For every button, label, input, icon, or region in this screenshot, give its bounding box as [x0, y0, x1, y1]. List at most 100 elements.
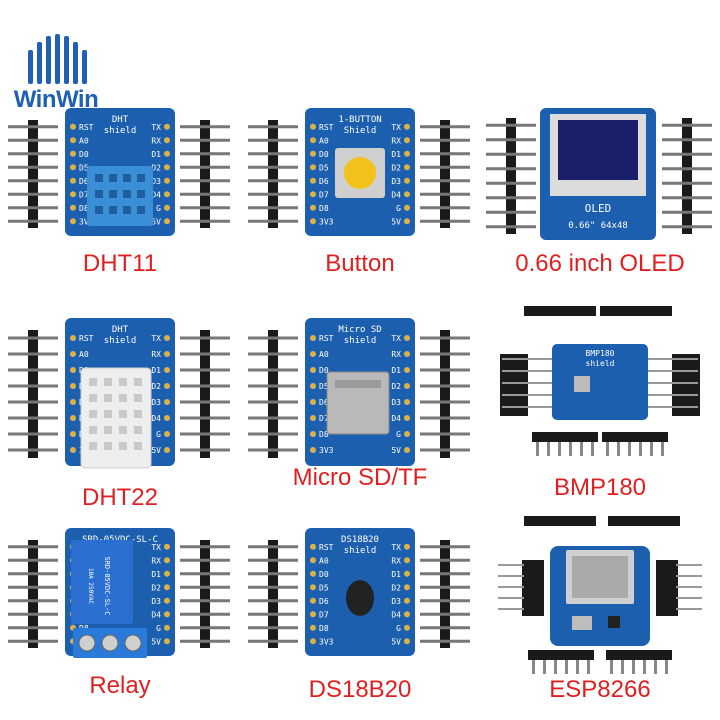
pin-header-left	[486, 118, 536, 234]
pin-label-left: D0	[79, 150, 89, 159]
pin-label-right: TX	[151, 543, 161, 552]
pin-label-right: D1	[391, 570, 401, 579]
pin-label-right: G	[156, 624, 161, 633]
pin-label-left: D6	[319, 177, 329, 186]
pin-header-bottom	[606, 650, 672, 674]
ds18b20-sensor	[346, 580, 374, 616]
module-relay: RSTTXA0RXD0D1D5D2D6D3D7D4D8G3V35VSRD-05V…	[0, 520, 240, 670]
dht22-sensor	[80, 367, 152, 469]
pin-header-right	[420, 540, 470, 648]
pin-label-right: 5V	[151, 217, 161, 226]
pin-label-right: D4	[151, 414, 161, 423]
relay-rating: 10A 250VAC	[87, 568, 94, 605]
board-subtitle: shield	[586, 359, 615, 368]
pin-header-bottom	[528, 650, 594, 674]
module-caption-bmp180: BMP180	[553, 474, 647, 501]
pin-label-right: 5V	[391, 446, 401, 455]
pin-header-right	[420, 120, 470, 228]
pin-label-right: G	[156, 430, 161, 439]
pin-label-left: D7	[79, 190, 89, 199]
module-esp8266	[480, 510, 720, 680]
pin-label-right: RX	[151, 556, 161, 565]
pin-label-right: D4	[391, 610, 401, 619]
bmp180-sensor	[574, 376, 590, 392]
pin-label-left: D6	[319, 398, 329, 407]
pin-label-right: D4	[151, 610, 161, 619]
pin-header-right	[180, 330, 230, 458]
pin-label-right: D1	[151, 570, 161, 579]
pin-label-left: 3V3	[79, 217, 94, 226]
pin-header-top	[524, 306, 596, 316]
module-caption-esp8266: ESP8266	[549, 676, 651, 703]
board-subtitle: shield	[344, 336, 377, 346]
module-caption-relay: Relay	[89, 672, 151, 699]
pin-label-right: D2	[391, 583, 401, 592]
pin-label-left: D5	[319, 163, 329, 172]
esp8266-photo	[498, 516, 702, 674]
pin-label-right: TX	[391, 334, 401, 343]
board-title: DHT	[112, 115, 129, 125]
pin-label-left: D7	[319, 414, 329, 423]
pin-label-right: D1	[391, 150, 401, 159]
pin-label-left: 3V3	[319, 446, 334, 455]
pin-label-right: D2	[391, 163, 401, 172]
pin-header-top	[524, 516, 596, 526]
pin-label-right: TX	[151, 334, 161, 343]
pin-header-left	[8, 540, 58, 648]
board-title: OLED	[585, 202, 612, 215]
pin-label-left: 3V3	[319, 217, 334, 226]
pin-label-right: D3	[391, 177, 401, 186]
pin-header-left	[248, 540, 298, 648]
pin-label-right: RX	[151, 136, 161, 145]
pin-header-left	[248, 330, 298, 458]
usb-port	[572, 616, 592, 630]
pin-header-top	[600, 306, 672, 316]
pin-label-right: D3	[151, 597, 161, 606]
pin-label-left: D5	[79, 163, 89, 172]
relay-model: SRD-05VDC-SL-C	[103, 556, 111, 615]
pin-header-right	[180, 120, 230, 228]
pin-label-right: TX	[391, 543, 401, 552]
module-dht22: RSTTXA0RXD0D1D5D2D6D3D7D4D8G3V35VDHTshie…	[0, 310, 240, 480]
board-title: 1-BUTTON	[338, 115, 381, 125]
pin-label-right: D3	[391, 398, 401, 407]
board-title: DHT	[112, 325, 129, 335]
pin-label-right: D2	[151, 163, 161, 172]
pin-label-left: D8	[319, 624, 329, 633]
module-caption-dht11: DHT11	[82, 250, 158, 277]
pin-header-bottom	[532, 432, 598, 456]
pin-label-right: 5V	[151, 637, 161, 646]
board-title: Micro SD	[338, 325, 381, 335]
dht22-photo: RSTTXA0RXD0D1D5D2D6D3D7D4D8G3V35VDHTshie…	[8, 318, 230, 469]
pin-label-left: D0	[319, 150, 329, 159]
pin-label-right: D2	[151, 583, 161, 592]
pin-label-left: 3V3	[319, 637, 334, 646]
pin-label-left: RST	[79, 123, 94, 132]
pin-label-right: D4	[151, 190, 161, 199]
pin-label-right: D3	[151, 177, 161, 186]
pin-label-right: G	[156, 204, 161, 213]
pin-label-left: D7	[319, 190, 329, 199]
module-caption-oled: 0.66 inch OLED	[515, 250, 685, 277]
pcb-board	[552, 344, 648, 420]
pin-label-left: D0	[319, 570, 329, 579]
board-subtitle: shield	[344, 546, 377, 556]
module-caption-dht22: DHT22	[81, 484, 159, 511]
pin-label-left: D8	[319, 204, 329, 213]
pin-header-left	[8, 330, 58, 458]
pin-label-left: A0	[319, 136, 329, 145]
pin-label-right: D2	[391, 382, 401, 391]
pin-label-left: D0	[319, 366, 329, 375]
board-title: DS18B20	[341, 535, 379, 545]
pin-label-right: G	[396, 624, 401, 633]
pin-label-left: A0	[319, 556, 329, 565]
dht11-sensor	[87, 166, 153, 226]
pin-label-left: D5	[319, 583, 329, 592]
